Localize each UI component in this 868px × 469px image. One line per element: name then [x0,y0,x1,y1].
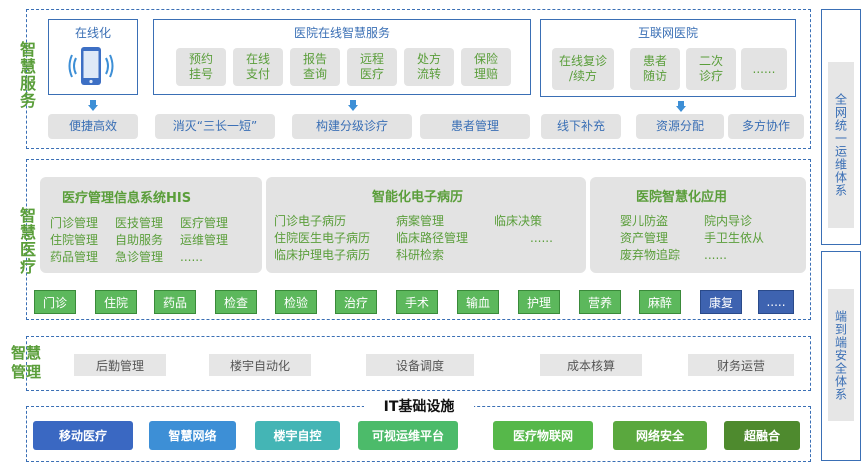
management-item[interactable]: 财务运营 [688,354,794,376]
it-item[interactable]: 可视运维平台 [358,421,458,450]
smart-app-item: 院内导诊 [704,214,753,228]
service-result: 构建分级诊疗 [292,114,412,139]
emr-panel [266,177,586,273]
management-item[interactable]: 楼宇自动化 [209,354,311,376]
smart-app-title: 医院智慧化应用 [636,190,728,205]
it-title: IT基础设施 [364,396,474,418]
smart-app-item: 手卫生依从 [704,231,765,245]
his-item: 药品管理 [50,250,99,264]
smart-service-section [26,9,811,149]
down-arrow-icon [348,100,358,111]
end-to-end-security-label: 端到端安全体系 [828,289,854,421]
service-result: 线下补充 [541,114,621,139]
emr-item: 病案管理 [396,214,445,228]
his-item: 自助服务 [115,233,164,247]
medical-tile[interactable]: 营养 [579,290,621,314]
management-item[interactable]: 后勤管理 [74,354,166,376]
down-arrow-icon [676,101,686,112]
smart-medical-title: 智慧医疗 [17,207,36,275]
smart-management-section [26,336,811,391]
his-item: 医疗管理 [180,216,229,230]
service-item[interactable]: 处方 流转 [404,48,454,86]
service-item[interactable]: 报告 查询 [290,48,340,86]
his-item: 运维管理 [180,233,229,247]
internet-hospital-title: 互联网医院 [637,26,698,40]
medical-tile[interactable]: 麻醉 [639,290,681,314]
medical-tile[interactable]: 康复 [700,290,742,314]
smart-medical-section [26,159,811,320]
internet-hospital-item[interactable]: 在线复诊 /续方 [552,48,614,90]
service-item[interactable]: 保险 理赔 [461,48,511,86]
it-item[interactable]: 移动医疗 [33,421,133,450]
smart-app-item: 废弃物追踪 [620,248,681,262]
medical-tile[interactable]: 输血 [457,290,499,314]
smart-app-item: 婴儿防盗 [620,214,669,228]
service-result: 消灭“三长一短” [155,114,275,139]
medical-tile[interactable]: 住院 [95,290,137,314]
emr-item: 临床护理电子病历 [274,248,371,262]
unified-ops-label: 全网统一运维体系 [828,62,854,228]
smart-service-title: 智慧服务 [17,41,36,109]
smart-management-title: 智慧管理 [10,344,41,381]
his-item: 医技管理 [115,216,164,230]
emr-item: 临床路径管理 [396,231,469,245]
hospital-online-title: 医院在线智慧服务 [293,26,390,40]
emr-item: 科研检索 [396,248,445,262]
it-item[interactable]: 超融合 [724,421,800,450]
his-panel [40,177,262,273]
online-result: 便捷高效 [48,114,138,139]
service-item[interactable]: 在线 支付 [233,48,283,86]
emr-item: 临床决策 [494,214,543,228]
medical-tile[interactable]: 手术 [396,290,438,314]
online-title: 在线化 [74,26,111,40]
it-item[interactable]: 网络安全 [613,421,707,450]
medical-tile[interactable]: 药品 [154,290,196,314]
his-title: 医疗管理信息系统HIS [62,191,192,206]
emr-item: 住院医生电子病历 [274,231,371,245]
smart-app-panel [590,177,806,273]
his-item: 急诊管理 [115,250,164,264]
mobile-phone-icon [68,47,114,85]
his-item: ...... [180,250,203,264]
internet-hospital-item[interactable]: 二次 诊疗 [686,48,736,90]
emr-title: 智能化电子病历 [372,190,464,205]
medical-tile[interactable]: 检查 [215,290,257,314]
medical-tile[interactable]: 治疗 [335,290,377,314]
service-item[interactable]: 预约 挂号 [176,48,226,86]
service-item[interactable]: 远程 医疗 [347,48,397,86]
internet-hospital-item[interactable]: ...... [741,48,787,90]
management-item[interactable]: 成本核算 [540,354,642,376]
unified-ops-column [821,9,861,245]
his-item: 门诊管理 [50,216,99,230]
internet-hospital-item[interactable]: 患者 随访 [630,48,680,90]
end-to-end-security-column [821,251,861,461]
smart-app-item: 资产管理 [620,231,669,245]
down-arrow-icon [88,100,98,111]
it-item[interactable]: 医疗物联网 [493,421,593,450]
his-item: 住院管理 [50,233,99,247]
medical-tile[interactable]: 门诊 [34,290,76,314]
medical-tile[interactable]: 护理 [518,290,560,314]
emr-item: 门诊电子病历 [274,214,347,228]
service-result: 多方协作 [728,114,804,139]
medical-tile[interactable]: ..... [758,290,794,314]
it-item[interactable]: 智慧网络 [149,421,236,450]
service-result: 患者管理 [420,114,530,139]
smart-app-item: ...... [704,248,727,262]
emr-item: ...... [530,231,553,245]
management-item[interactable]: 设备调度 [366,354,474,376]
it-item[interactable]: 楼宇自控 [255,421,340,450]
medical-tile[interactable]: 检验 [275,290,317,314]
service-result: 资源分配 [636,114,724,139]
